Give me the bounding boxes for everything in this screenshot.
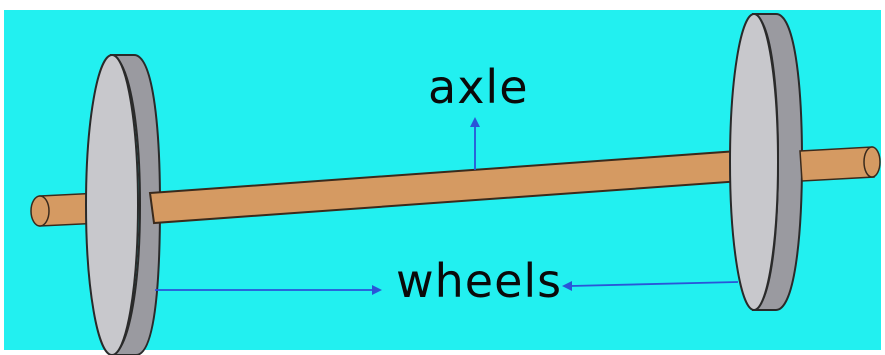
left-wheel-arrow	[155, 285, 382, 295]
left-wheel-rim	[109, 54, 162, 355]
axle-right-end	[863, 146, 881, 178]
right-wheel	[729, 13, 804, 311]
left-wheel	[85, 54, 162, 355]
wheels-label: wheels	[396, 254, 563, 308]
right-wheel-face	[729, 13, 779, 311]
axle-left-end	[30, 195, 50, 227]
right-wheel-arrow	[562, 281, 739, 291]
left-wheel-face	[85, 54, 139, 355]
axle-right-stub	[799, 146, 875, 182]
axle-arrow	[470, 117, 480, 170]
axle-label: axle	[428, 60, 529, 114]
